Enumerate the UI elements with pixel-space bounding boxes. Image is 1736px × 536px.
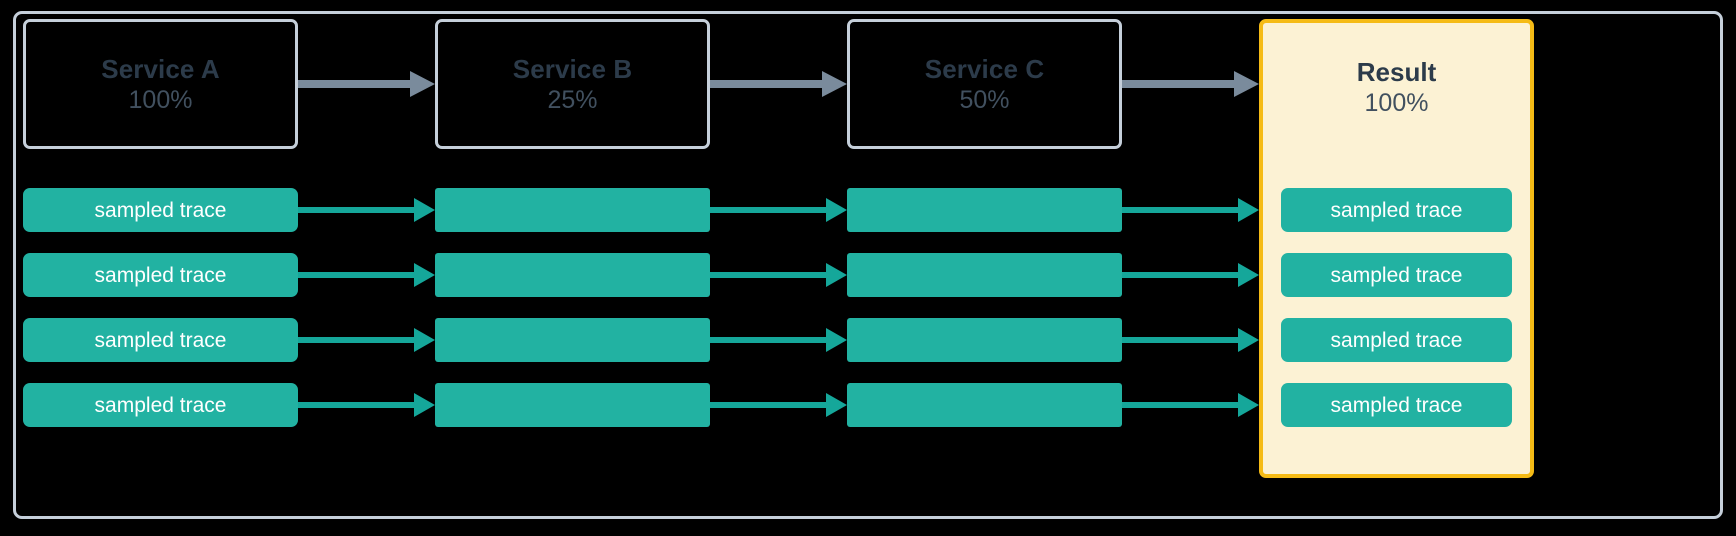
service-percent-a: 100% [128,85,193,114]
header-arrow-c-to-result [1122,69,1259,99]
trace-bar[interactable]: sampled trace [1281,318,1512,362]
trace-arrow [298,390,435,420]
arrow-right-icon [710,328,847,352]
service-percent-c: 50% [959,85,1010,114]
service-title-c: Service C [924,53,1045,84]
column-result: Result 100% sampled trace sampled trace … [1259,0,1534,536]
column-service-c: Service C 50% [847,0,1122,536]
trace-arrow [710,195,847,225]
trace-bar[interactable]: sampled trace [1281,188,1512,232]
trace-arrow [1122,390,1259,420]
service-title-a: Service A [101,53,220,84]
trace-bar[interactable]: sampled trace [23,383,298,427]
trace-arrow [1122,195,1259,225]
service-title-b: Service B [512,53,633,84]
service-box-a[interactable]: Service A 100% [23,19,298,149]
trace-bar[interactable] [435,188,710,232]
arrow-right-icon [1122,71,1259,97]
result-header: Result 100% [1263,35,1530,139]
trace-bar[interactable] [847,318,1122,362]
arrow-right-icon [710,71,847,97]
trace-arrow [710,260,847,290]
trace-bar[interactable]: sampled trace [23,188,298,232]
trace-arrow [298,260,435,290]
arrow-right-icon [298,71,435,97]
service-box-b[interactable]: Service B 25% [435,19,710,149]
result-title: Result [1356,56,1437,87]
trace-bar[interactable]: sampled trace [23,318,298,362]
trace-arrow [298,325,435,355]
arrow-right-icon [298,393,435,417]
trace-bar[interactable] [847,188,1122,232]
column-service-b: Service B 25% [435,0,710,536]
header-arrow-b-to-c [710,69,847,99]
trace-bar[interactable]: sampled trace [1281,253,1512,297]
trace-arrow [298,195,435,225]
trace-arrow [1122,260,1259,290]
trace-arrow [710,390,847,420]
service-percent-b: 25% [547,85,598,114]
trace-bar[interactable]: sampled trace [1281,383,1512,427]
arrow-right-icon [1122,328,1259,352]
arrow-right-icon [710,263,847,287]
arrow-right-icon [710,393,847,417]
trace-bar[interactable] [435,383,710,427]
trace-bar[interactable] [435,318,710,362]
trace-bar[interactable] [435,253,710,297]
column-service-a: Service A 100% sampled trace sampled tra… [23,0,298,536]
arrow-right-icon [710,198,847,222]
trace-arrow [710,325,847,355]
header-arrow-a-to-b [298,69,435,99]
arrow-right-icon [298,263,435,287]
trace-arrow [1122,325,1259,355]
trace-bar[interactable]: sampled trace [23,253,298,297]
arrow-right-icon [298,328,435,352]
arrow-right-icon [298,198,435,222]
result-percent: 100% [1364,88,1429,117]
arrow-right-icon [1122,263,1259,287]
trace-bar[interactable] [847,253,1122,297]
arrow-right-icon [1122,393,1259,417]
arrow-right-icon [1122,198,1259,222]
trace-bar[interactable] [847,383,1122,427]
service-box-c[interactable]: Service C 50% [847,19,1122,149]
diagram-outer-frame [13,11,1723,519]
